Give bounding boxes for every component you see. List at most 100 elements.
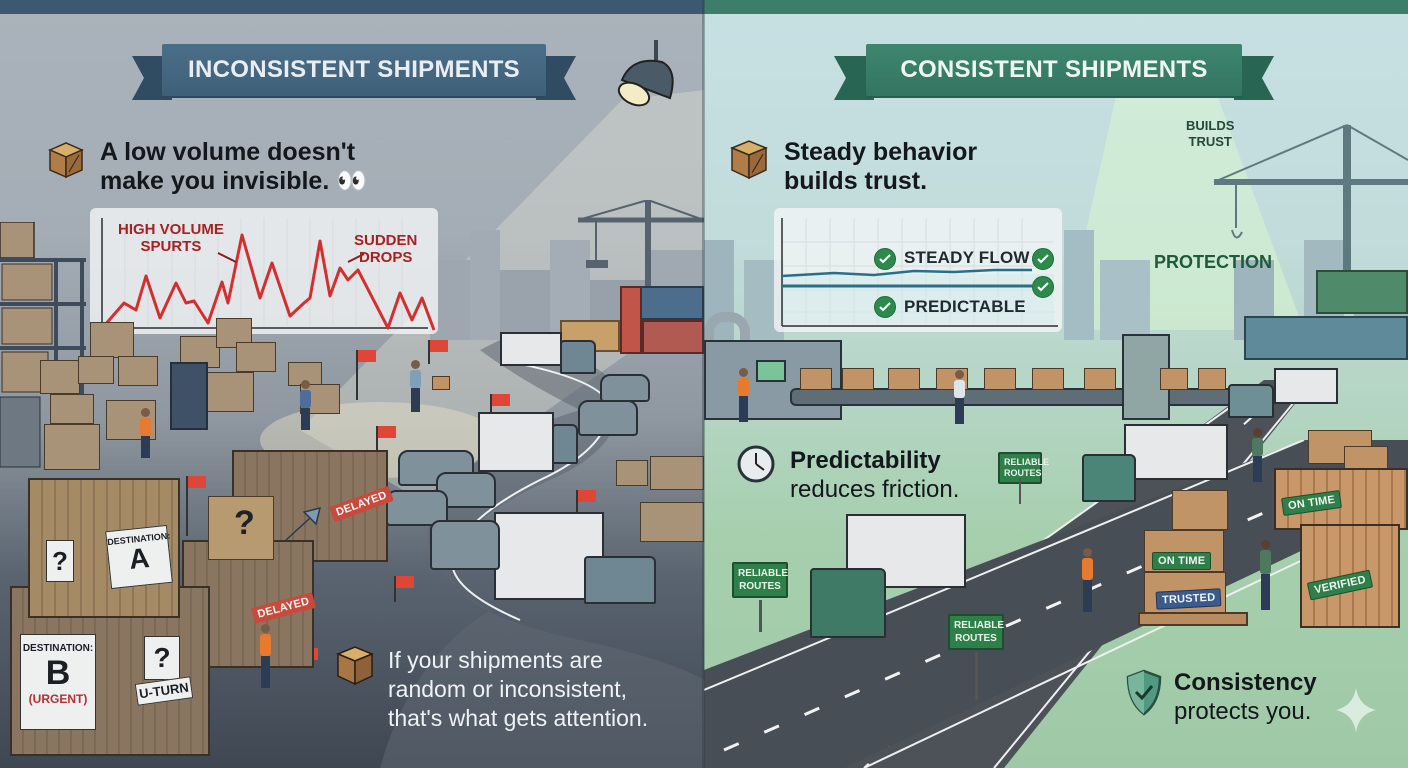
car — [578, 400, 638, 436]
truck-cab — [584, 556, 656, 604]
truck-cab — [1228, 384, 1274, 418]
conveyor-box — [800, 368, 832, 390]
question-label: ? — [144, 636, 180, 680]
conveyor-box — [1032, 368, 1064, 390]
label-high-volume-spurts: HIGH VOLUME SPURTS — [118, 221, 224, 255]
sign-post — [759, 600, 762, 632]
box — [50, 394, 94, 424]
sign-line-1: RELIABLE — [954, 620, 1004, 631]
conveyor-box — [888, 368, 920, 390]
protection-label: PROTECTION — [1154, 252, 1273, 272]
inconsistent-panel: INCONSISTENT SHIPMENTS A low volume does… — [0, 0, 704, 768]
crate-icon — [48, 142, 84, 179]
sign-line-1: RELIABLE — [738, 568, 788, 579]
red-flag-icon — [576, 490, 596, 524]
box — [40, 360, 80, 394]
label-spurts-line-1: HIGH VOLUME — [118, 221, 224, 238]
question-mark: ? — [234, 504, 255, 542]
steady-volume-chart: STEADY FLOW PREDICTABLE — [774, 208, 1062, 332]
sign-line-2: ROUTES — [955, 633, 997, 644]
inconsistent-warning-text: If your shipments are random or inconsis… — [388, 646, 648, 733]
top-bar-right — [704, 0, 1408, 14]
destination-b-urgent: (URGENT) — [28, 692, 88, 706]
machine-pipe — [704, 312, 750, 340]
box — [236, 342, 276, 372]
top-bar-left — [0, 0, 704, 14]
headline-line-1: Steady behavior — [784, 138, 978, 166]
protects-line-1: Consistency — [1174, 669, 1317, 696]
destination-b-value: B — [45, 654, 71, 692]
container-green — [1316, 270, 1408, 314]
box — [44, 424, 100, 470]
destination-b-title: DESTINATION: — [22, 643, 94, 654]
check-icon — [1032, 276, 1054, 298]
box — [616, 460, 648, 486]
box — [206, 372, 254, 412]
headline-line-2: make you invisible. 👀 — [100, 167, 368, 195]
pallet-box — [1172, 490, 1228, 530]
truck — [478, 412, 554, 472]
panel-divider — [702, 0, 705, 768]
box — [640, 502, 704, 542]
inconsistent-shipments-title: INCONSISTENT SHIPMENTS — [162, 44, 546, 96]
car — [600, 374, 650, 402]
builds-trust-line-2: TRUST — [1188, 134, 1232, 149]
on-time-tag: ON TIME — [1152, 552, 1212, 570]
truck-cab — [1082, 454, 1136, 502]
reliable-routes-sign: RELIABLE ROUTES — [732, 562, 788, 598]
shield-check-icon — [1126, 669, 1162, 716]
sign-post — [975, 652, 978, 700]
check-icon — [874, 296, 896, 318]
predictability-line-1: Predictability — [790, 447, 941, 474]
volatile-line-chart — [101, 218, 436, 331]
red-flag-icon — [394, 576, 414, 602]
conveyor-box — [1160, 368, 1188, 390]
shelf-rack — [170, 362, 208, 430]
question-label: ? — [46, 540, 74, 582]
builds-trust-line-1: BUILDS — [1186, 118, 1235, 133]
clock-icon — [737, 445, 775, 483]
truck-cab — [560, 340, 596, 374]
predictability-text: Predictability reduces friction. — [790, 446, 959, 504]
pallet — [1138, 612, 1248, 626]
volatile-volume-chart: HIGH VOLUME SPURTS SUDDEN DROPS — [90, 208, 438, 334]
consistency-protects-text: Consistency protects you. — [1174, 668, 1317, 726]
red-flag-icon — [186, 476, 206, 536]
mystery-box — [208, 496, 274, 560]
container-teal — [1244, 316, 1408, 360]
consistent-shipments-title: CONSISTENT SHIPMENTS — [866, 44, 1242, 96]
destination-b-label: DESTINATION: B (URGENT) — [20, 634, 96, 730]
protects-line-2: protects you. — [1174, 698, 1312, 725]
warning-line-1: If your shipments are — [388, 647, 603, 673]
predictable-label: PREDICTABLE — [904, 297, 1026, 316]
crane-icon — [578, 200, 704, 310]
label-spurts-line-2: SPURTS — [140, 238, 202, 255]
crate-icon — [336, 646, 374, 686]
label-drops-line-2: DROPS — [359, 249, 413, 266]
destination-a-label: DESTINATION: A — [105, 524, 173, 590]
truck — [500, 332, 562, 366]
predictability-line-2: reduces friction. — [790, 476, 960, 503]
conveyor-box — [1084, 368, 1116, 390]
warning-line-3: that's what gets attention. — [388, 705, 649, 731]
spotlight-lamp-icon — [617, 40, 674, 107]
label-sudden-drops: SUDDEN DROPS — [354, 232, 417, 266]
truck-cab — [810, 568, 886, 638]
trusted-tag: TRUSTED — [1155, 588, 1222, 610]
headline-line-2: builds trust. — [784, 167, 928, 195]
red-flag-icon — [376, 426, 396, 472]
consistent-panel: CONSISTENT SHIPMENTS BUILDS TRUST PROTEC… — [704, 0, 1408, 768]
winding-road — [380, 340, 704, 768]
box — [90, 322, 134, 358]
container-red-small — [620, 286, 642, 354]
conveyor-box — [984, 368, 1016, 390]
car — [430, 520, 500, 570]
headline-steady-behavior: Steady behavior builds trust. — [784, 138, 977, 196]
conveyor-box — [1198, 368, 1226, 390]
box — [78, 356, 114, 384]
destination-a-value: A — [127, 542, 151, 575]
headline-low-volume: A low volume doesn't make you invisible.… — [100, 138, 367, 196]
sign-line-2: ROUTES — [1004, 468, 1042, 478]
sign-line-1: RELIABLE — [1004, 457, 1049, 467]
box — [650, 456, 704, 490]
